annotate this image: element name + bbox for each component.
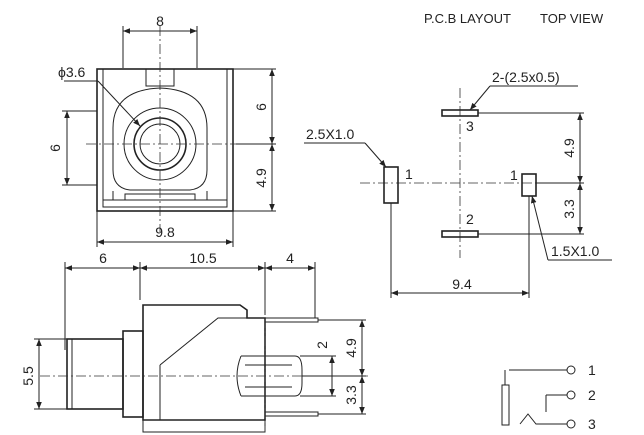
dim-front-width-bottom: 9.8 <box>155 224 175 240</box>
front-body-inner <box>102 68 228 208</box>
schematic-terminal-3 <box>566 419 576 429</box>
dim-front-height-right-top: 6 <box>253 103 269 111</box>
dim-front-width-top: 8 <box>156 13 164 29</box>
side-dim-right-top: 4.9 <box>343 338 359 358</box>
pcb-dim-vertical-top: 4.9 <box>561 138 577 158</box>
side-dim-height: 5.5 <box>20 366 36 386</box>
side-pin-bottom <box>265 411 319 417</box>
pcb-dim-vertical-bottom: 3.3 <box>561 199 577 219</box>
pad-1-left <box>383 166 399 204</box>
pcb-pin-1-left: 1 <box>405 166 413 182</box>
side-barrel <box>66 338 124 410</box>
pcb-pad-size-left: 2.5X1.0 <box>306 126 354 142</box>
schematic-terminal-2 <box>566 390 576 400</box>
side-dim-middle: 10.5 <box>189 250 216 266</box>
pcb-pin-2: 2 <box>466 211 474 227</box>
schematic-terminal-1 <box>566 365 576 375</box>
side-view: 6 10.5 4 5.5 <box>20 250 368 433</box>
top-view-title: TOP VIEW <box>540 11 604 26</box>
dim-diameter: ϕ3.6 <box>58 64 86 80</box>
side-dim-pin-gap: 2 <box>314 341 330 349</box>
pcb-pin-3: 3 <box>466 118 474 134</box>
schematic-pin-1: 1 <box>588 362 596 378</box>
side-body-base <box>142 419 266 433</box>
pcb-pad-size-top: 2-(2.5x0.5) <box>492 69 560 85</box>
pad-1-right <box>521 173 537 197</box>
schematic-tip <box>519 413 567 425</box>
pcb-dim-horizontal: 9.4 <box>452 276 472 292</box>
pcb-pin-1-right: 1 <box>510 167 518 183</box>
side-dim-right: 4 <box>286 250 294 266</box>
dim-front-height-right-bottom: 4.9 <box>253 168 269 188</box>
schematic-pin-2: 2 <box>588 387 596 403</box>
schematic-symbol: 1 2 3 <box>501 362 596 432</box>
jack-housing <box>112 87 208 191</box>
side-pin-top <box>265 317 319 323</box>
side-flange <box>122 330 144 418</box>
pcb-layout: 3 2 1 1 2-(2.5x0.5) 2.5X1.0 1.5X1.0 4.9 … <box>304 69 612 298</box>
pcb-layout-title: P.C.B LAYOUT <box>424 11 511 26</box>
schematic-pin-3: 3 <box>588 416 596 432</box>
side-dim-right-bottom: 3.3 <box>343 385 359 405</box>
side-dim-left: 6 <box>99 250 107 266</box>
front-view: 8 ϕ3.6 6 6 4.9 9.8 <box>47 13 276 247</box>
dim-front-height-left: 6 <box>47 144 63 152</box>
schematic-sleeve <box>501 384 510 426</box>
side-body <box>142 304 266 421</box>
pcb-pad-size-right: 1.5X1.0 <box>551 243 599 259</box>
